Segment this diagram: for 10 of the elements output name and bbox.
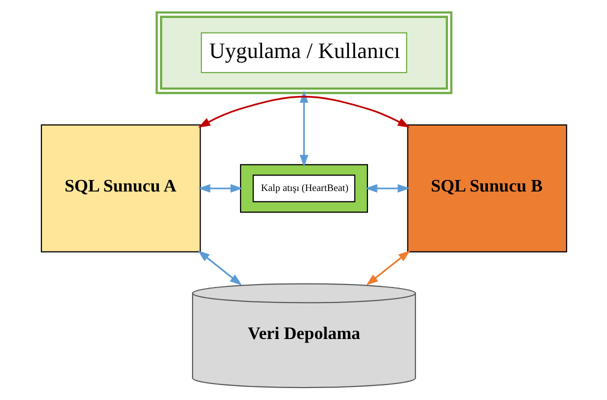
- arrow: [198, 96, 410, 128]
- node-box: Uygulama / Kullanıcı: [155, 11, 452, 94]
- arrow: [366, 250, 410, 286]
- arrow: [198, 184, 242, 193]
- node-box: SQL Sunucu A: [40, 124, 200, 252]
- arrow: [299, 90, 308, 167]
- arrow: [364, 184, 410, 193]
- node-box: Kalp atışı (HeartBeat): [240, 164, 368, 213]
- node-box: SQL Sunucu B: [406, 124, 567, 252]
- arrow: [197, 250, 242, 286]
